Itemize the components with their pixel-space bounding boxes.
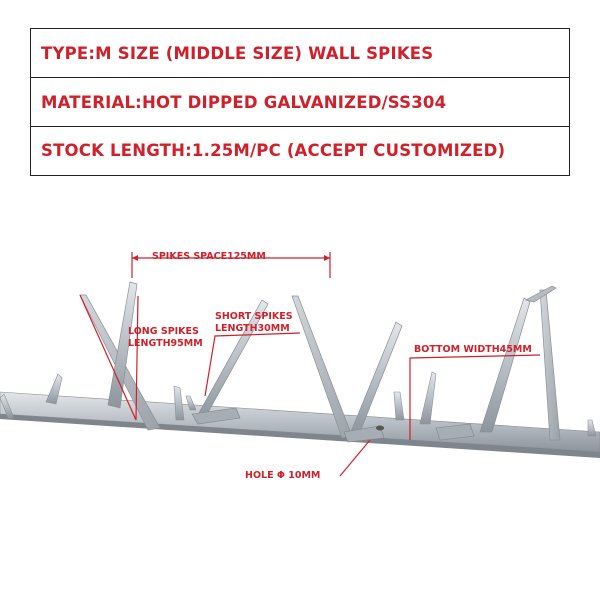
long-spikes-label-line1: LONG SPIKES (128, 326, 199, 337)
short-spikes (0, 371, 597, 437)
annotation-lines (79, 252, 541, 477)
hole-label: HOLE Φ 10MM (245, 470, 321, 481)
short-spikes-label-line2: LENGTH30MM (215, 323, 290, 334)
long-spikes-label: LONG SPIKES LENGTH95MM (128, 326, 203, 350)
short-spikes-label-line1: SHORT SPIKES (215, 311, 293, 322)
annotation-arrows (132, 255, 330, 261)
short-spikes-label: SHORT SPIKES LENGTH30MM (215, 311, 293, 335)
spec-type: TYPE:M SIZE (MIDDLE SIZE) WALL SPIKES (31, 29, 569, 78)
long-spikes (79, 281, 561, 441)
spec-table: TYPE:M SIZE (MIDDLE SIZE) WALL SPIKES MA… (30, 28, 570, 176)
spacing-label: SPIKES SPACE125MM (152, 251, 266, 262)
hole-marker (376, 425, 384, 431)
spike-brackets (191, 407, 475, 443)
base-strip (0, 391, 600, 458)
long-spikes-label-line2: LENGTH95MM (128, 338, 203, 349)
spec-stock-length: STOCK LENGTH:1.25M/PC (ACCEPT CUSTOMIZED… (41, 141, 506, 160)
spec-material: MATERIAL:HOT DIPPED GALVANIZED/SS304 (31, 78, 569, 127)
bottom-width-label: BOTTOM WIDTH45MM (414, 344, 532, 355)
